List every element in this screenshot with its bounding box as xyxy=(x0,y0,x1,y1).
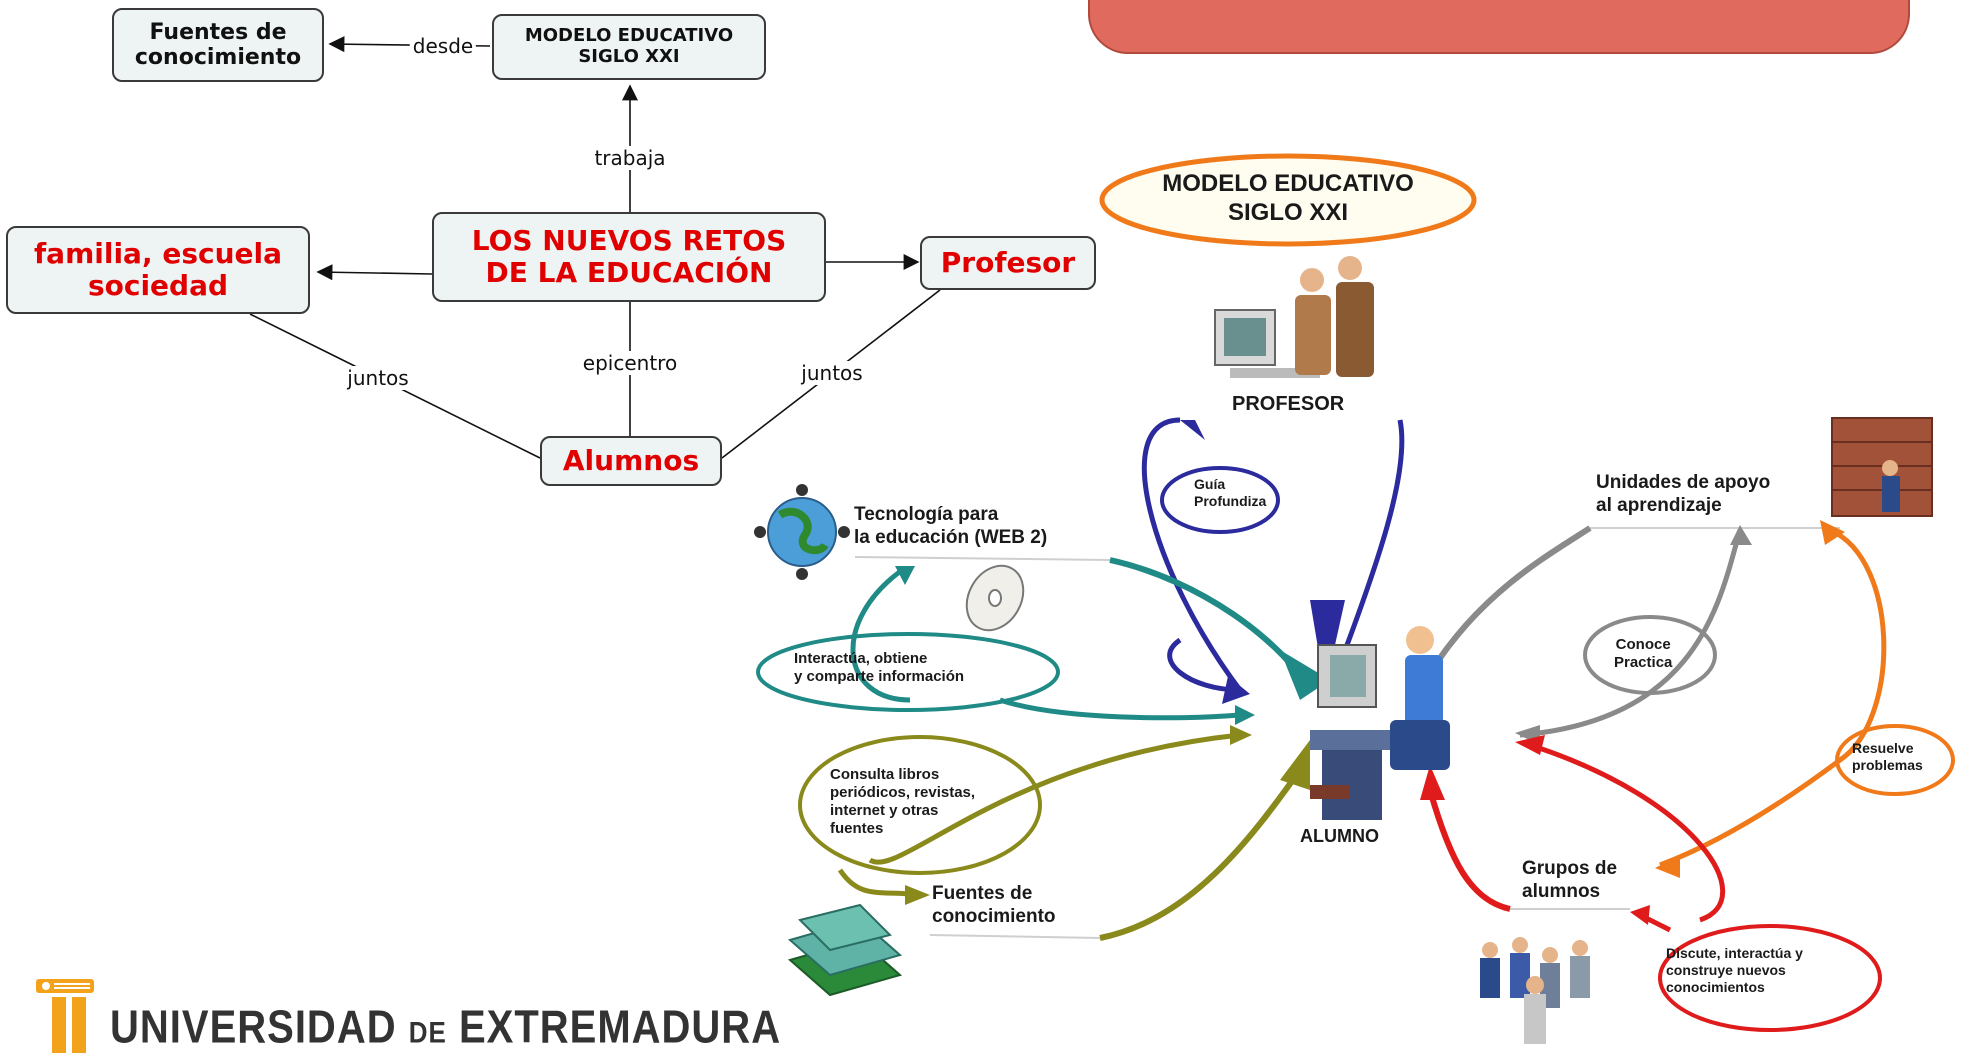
alumno-computer-clipart-icon xyxy=(1310,626,1450,820)
university-name: UNIVERSIDAD DE EXTREMADURA xyxy=(110,1002,781,1054)
node-label: Fuentes de conocimiento xyxy=(134,19,302,70)
node-alumnos[interactable]: Alumnos xyxy=(540,436,722,486)
profesor-computer-clipart-icon xyxy=(1214,256,1374,378)
node-label: Profesor xyxy=(940,245,1076,279)
node-modelo-educativo[interactable]: MODELO EDUCATIVO SIGLO XXI xyxy=(492,14,766,80)
branch-line-tecnologia xyxy=(854,556,1111,561)
university-logo-icon xyxy=(36,979,94,1053)
label-grupos-de-alumnos: Grupos de alumnos xyxy=(1522,858,1618,902)
arrow-gray-unidades xyxy=(1417,525,1592,692)
label-alumno: ALUMNO xyxy=(1300,826,1379,846)
link-label-juntos-right: juntos xyxy=(798,361,866,385)
label-guia-profundiza: Guía Profundiza xyxy=(1194,476,1267,509)
arrow-teal-tecnologia xyxy=(1109,557,1313,692)
label-discute: Discute, interactúa y construye nuevos c… xyxy=(1666,945,1803,995)
arrow-olive-fuentes xyxy=(1099,768,1303,941)
node-profesor[interactable]: Profesor xyxy=(920,236,1096,290)
link-label-trabaja: trabaja xyxy=(591,146,669,170)
cd-clipart-icon xyxy=(965,564,1025,632)
label-consulta: Consulta libros periódicos, revistas, in… xyxy=(830,766,976,837)
arrow-orange-resuelve xyxy=(1659,527,1887,868)
mind-map-title: MODELO EDUCATIVO SIGLO XXI xyxy=(1162,170,1414,226)
arrow-red-grupos xyxy=(1427,789,1511,912)
node-label: MODELO EDUCATIVO SIGLO XXI xyxy=(524,25,734,67)
label-resuelve-problemas: Resuelve problemas xyxy=(1852,740,1923,773)
university-name-part2: EXTREMADURA xyxy=(458,1002,782,1053)
link-label-desde: desde xyxy=(409,34,477,58)
node-familia-escuela-sociedad[interactable]: familia, escuela sociedad xyxy=(6,226,310,314)
wall-worker-clipart-icon xyxy=(1831,417,1933,517)
books-clipart-icon xyxy=(787,903,903,997)
header-banner xyxy=(1088,0,1910,54)
link-label-epicentro: epicentro xyxy=(579,351,681,375)
university-name-de: DE xyxy=(408,1014,447,1050)
label-fuentes-de-conocimiento: Fuentes de conocimiento xyxy=(932,883,1056,927)
node-label: Alumnos xyxy=(562,443,700,477)
node-fuentes-de-conocimiento[interactable]: Fuentes de conocimiento xyxy=(112,8,324,82)
arrow-blue-profesor xyxy=(1141,417,1243,692)
students-group-clipart-icon xyxy=(1480,937,1590,1044)
label-tecnologia: Tecnología para la educación (WEB 2) xyxy=(854,504,1048,548)
branch-line-fuentes xyxy=(929,934,1101,939)
node-los-nuevos-retos[interactable]: LOS NUEVOS RETOS DE LA EDUCACIÓN xyxy=(432,212,826,302)
label-interactua: Interactúa, obtiene y comparte informaci… xyxy=(794,650,965,685)
label-profesor: PROFESOR xyxy=(1232,393,1345,415)
label-unidades-de-apoyo: Unidades de apoyo al aprendizaje xyxy=(1596,472,1771,516)
node-label: familia, escuela sociedad xyxy=(34,236,282,302)
node-label: LOS NUEVOS RETOS DE LA EDUCACIÓN xyxy=(471,223,787,289)
university-name-part1: UNIVERSIDAD xyxy=(110,1002,397,1053)
link-label-juntos-left: juntos xyxy=(344,366,412,390)
label-conoce-practica: Conoce Practica xyxy=(1614,636,1673,671)
